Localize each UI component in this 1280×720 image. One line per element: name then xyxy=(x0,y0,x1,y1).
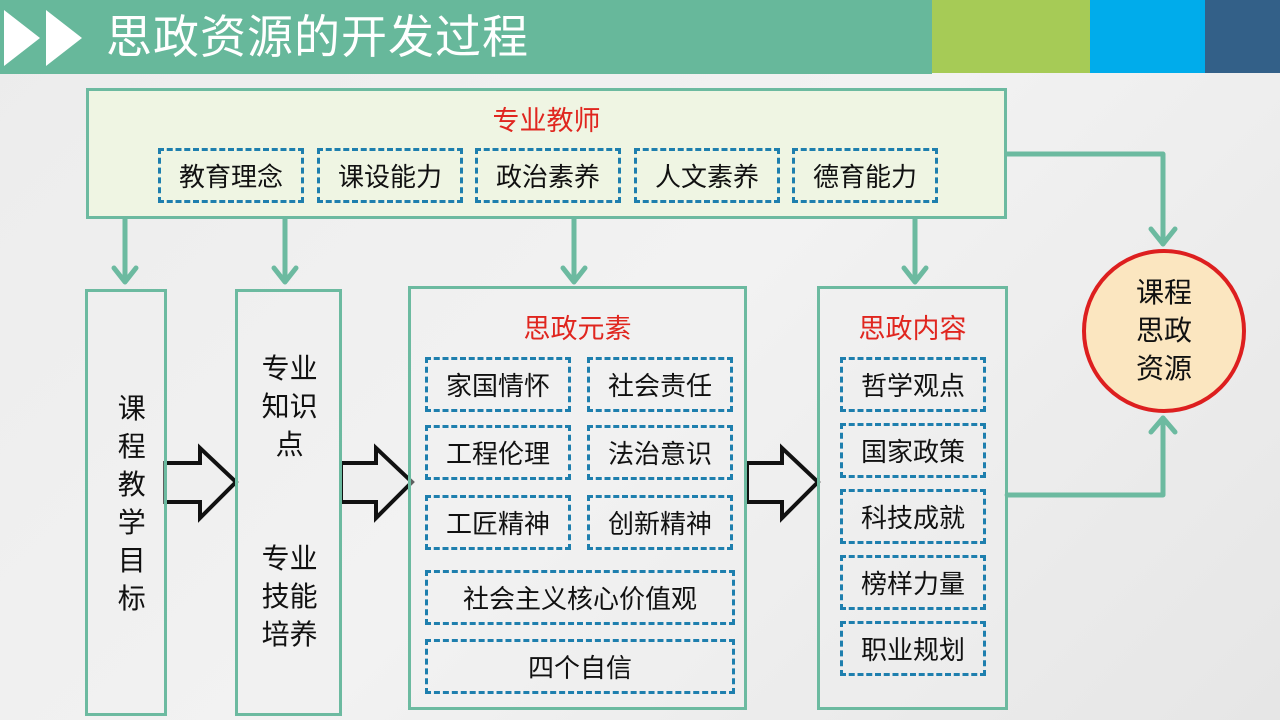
element-item: 家国情怀 xyxy=(425,357,571,412)
course-goals-box: 课程教学目标 xyxy=(85,289,167,716)
content-title: 思政内容 xyxy=(858,314,967,345)
element-item: 工程伦理 xyxy=(425,425,571,480)
arrowhead-down-icon xyxy=(560,265,588,285)
teacher-quality-item: 课设能力 xyxy=(317,148,463,203)
element-item: 工匠精神 xyxy=(425,495,571,550)
content-item: 榜样力量 xyxy=(840,555,986,610)
content-item: 职业规划 xyxy=(840,621,986,676)
teacher-title: 专业教师 xyxy=(492,106,601,137)
teacher-quality-item: 政治素养 xyxy=(475,148,621,203)
ideological-elements-box: 思政元素 家国情怀 社会责任 工程伦理 法治意识 工匠精神 创新精神 社会主义核… xyxy=(408,286,747,710)
arrowhead-down-icon xyxy=(901,265,929,285)
ideological-content-box: 思政内容 哲学观点 国家政策 科技成就 榜样力量 职业规划 xyxy=(817,286,1008,710)
connector-content-to-resource xyxy=(1004,415,1166,498)
teacher-box: 专业教师 教育理念 课设能力 政治素养 人文素养 德育能力 xyxy=(86,88,1007,219)
content-item: 国家政策 xyxy=(840,423,986,478)
course-resource-circle: 课程思政资源 xyxy=(1082,249,1246,413)
course-goals-label: 课程教学目标 xyxy=(117,392,146,615)
header-accent-blue xyxy=(1090,0,1205,73)
block-arrow-right-icon xyxy=(339,443,415,523)
arrowhead-down-icon xyxy=(111,265,139,285)
knowledge-box: 专业知识点 专业技能培养 xyxy=(235,289,342,716)
content-item: 科技成就 xyxy=(840,489,986,544)
arrowhead-up-icon xyxy=(1148,415,1178,435)
teacher-quality-item: 教育理念 xyxy=(158,148,304,203)
page-title: 思政资源的开发过程 xyxy=(106,10,529,64)
header-accent-green xyxy=(932,0,1090,73)
element-item: 社会主义核心价值观 xyxy=(425,570,735,625)
elements-title: 思政元素 xyxy=(523,314,632,345)
arrowhead-down-icon xyxy=(271,265,299,285)
header-bar xyxy=(0,0,932,74)
course-resource-label: 课程思政资源 xyxy=(1135,276,1192,385)
header-banner: 思政资源的开发过程 xyxy=(0,0,1280,74)
element-item: 创新精神 xyxy=(587,495,733,550)
content-item: 哲学观点 xyxy=(840,357,986,412)
element-item: 法治意识 xyxy=(587,425,733,480)
element-item: 社会责任 xyxy=(587,357,733,412)
play-triangle-icon xyxy=(46,10,82,66)
connector-teacher-to-resource xyxy=(1004,151,1166,247)
skills-training-label: 专业技能培养 xyxy=(261,542,318,651)
arrowhead-down-icon xyxy=(1148,226,1178,247)
play-triangle-icon xyxy=(4,10,40,66)
header-accent-navy xyxy=(1205,0,1280,73)
block-arrow-right-icon xyxy=(745,443,821,523)
teacher-quality-item: 德育能力 xyxy=(792,148,938,203)
teacher-quality-item: 人文素养 xyxy=(634,148,780,203)
block-arrow-right-icon xyxy=(163,443,239,523)
knowledge-points-label: 专业知识点 xyxy=(261,352,318,461)
element-item: 四个自信 xyxy=(425,639,735,694)
